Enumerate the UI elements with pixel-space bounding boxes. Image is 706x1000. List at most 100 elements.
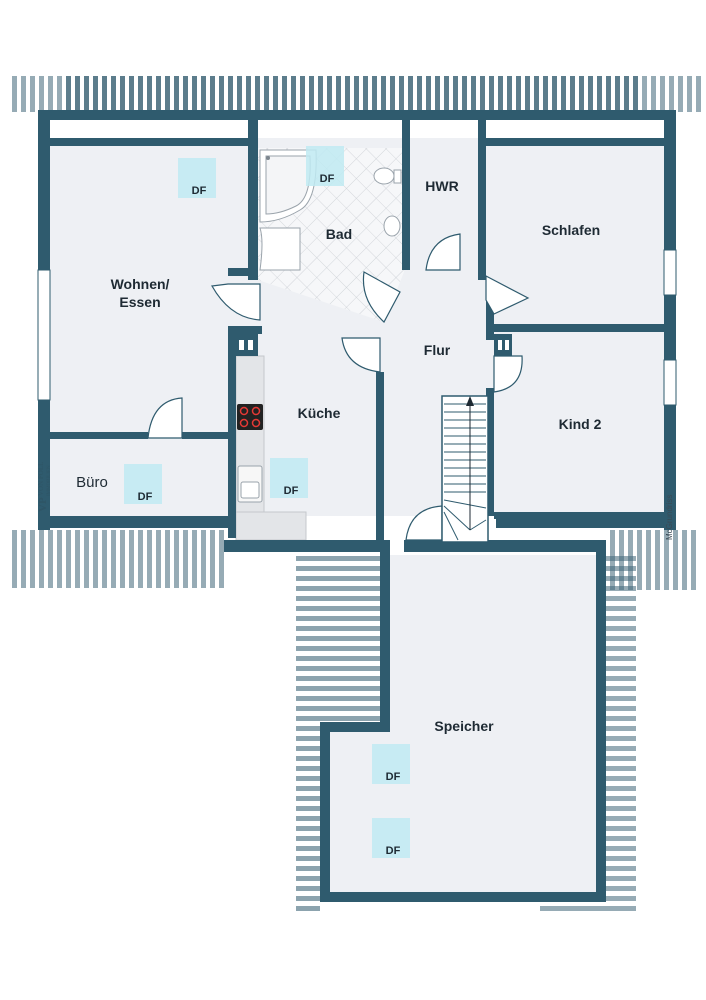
roof-stripe xyxy=(480,76,485,112)
roof-stripe xyxy=(147,530,152,588)
kitchen-fixtures xyxy=(237,404,263,503)
roof-stripe xyxy=(57,530,62,588)
roof-stripe xyxy=(637,530,642,590)
roof-speicher-left xyxy=(296,556,380,911)
roof-stripe xyxy=(120,76,125,112)
roof-stripe xyxy=(210,530,215,588)
roof-stripe xyxy=(296,676,380,681)
roof-stripe xyxy=(696,76,701,112)
staircase xyxy=(441,395,489,543)
roof-stripe xyxy=(111,530,116,588)
roof-stripe xyxy=(540,906,636,911)
roof-stripe xyxy=(282,76,287,112)
skylight-df: DF xyxy=(124,464,162,504)
roof-stripe xyxy=(534,76,539,112)
stair-step xyxy=(443,511,459,541)
roof-stripe xyxy=(147,76,152,112)
roof-stripe xyxy=(570,76,575,112)
roof-stripe xyxy=(296,806,320,811)
roof-stripe xyxy=(120,530,125,588)
roof-stripe xyxy=(309,76,314,112)
roof-stripe xyxy=(129,76,134,112)
roof-lower-left xyxy=(12,530,224,588)
roof-stripe xyxy=(219,530,224,588)
shower-tray-icon xyxy=(259,227,301,271)
skylight-label: DF xyxy=(138,491,153,503)
roof-stripe xyxy=(30,76,35,112)
roof-stripe xyxy=(345,76,350,112)
roof-stripe xyxy=(561,76,566,112)
roof-stripe xyxy=(318,76,323,112)
skylight-label: DF xyxy=(320,173,335,185)
roof-stripe xyxy=(597,76,602,112)
roof-stripe xyxy=(296,776,320,781)
roof-stripe xyxy=(691,530,696,590)
roof-stripe xyxy=(296,566,380,571)
roof-stripe xyxy=(192,530,197,588)
roof-stripe xyxy=(615,76,620,112)
roof-stripe xyxy=(291,76,296,112)
roof-stripe xyxy=(102,530,107,588)
roof-stripe xyxy=(165,530,170,588)
roof-stripe xyxy=(296,586,380,591)
roof-stripe xyxy=(75,76,80,112)
roof-stripe xyxy=(138,76,143,112)
von-poll-logo: VP VON POLL IMMOBILIEN xyxy=(37,462,52,512)
roof-stripe xyxy=(435,76,440,112)
skylight-pane xyxy=(372,818,410,858)
door-buero xyxy=(147,397,183,439)
room-labels: Wohnen/ Essen Bad HWR Schlafen Flur Küch… xyxy=(76,178,601,734)
roof-stripe xyxy=(296,766,320,771)
roof-stripe xyxy=(210,76,215,112)
skylight-pane xyxy=(124,464,162,504)
stair-step xyxy=(443,505,471,531)
skylight-label: DF xyxy=(386,845,401,857)
roof-stripe xyxy=(426,76,431,112)
skylight-df: DF xyxy=(372,818,410,858)
roof-stripe xyxy=(201,530,206,588)
roof-stripe xyxy=(646,530,651,590)
door-kueche xyxy=(341,337,381,373)
roof-top xyxy=(12,76,701,112)
logo-line1: VON POLL xyxy=(37,462,45,496)
roof-stripe xyxy=(12,76,17,112)
roof-stripe xyxy=(296,726,320,731)
skylight-df: DF xyxy=(306,146,344,186)
roof-stripe xyxy=(183,530,188,588)
roof-stripe xyxy=(296,666,380,671)
roof-stripe xyxy=(296,696,380,701)
skylights: DF DF DF DF DF DF xyxy=(124,146,410,858)
roof-stripe xyxy=(399,76,404,112)
roof-stripe xyxy=(300,76,305,112)
credit-text: McGrundriss xyxy=(665,495,674,540)
skylight-label: DF xyxy=(284,485,299,497)
sink-icon xyxy=(383,215,401,237)
roof-stripe xyxy=(296,616,380,621)
roof-stripe xyxy=(296,576,380,581)
roof-stripe xyxy=(624,76,629,112)
roof-stripe xyxy=(327,76,332,112)
roof-stripe xyxy=(75,530,80,588)
door-wohnen xyxy=(211,283,261,321)
roof-stripe xyxy=(296,786,320,791)
roof-stripe xyxy=(201,76,206,112)
roof-stripe xyxy=(30,530,35,588)
door-hwr xyxy=(425,233,461,271)
roof-stripe xyxy=(673,530,678,590)
roof-stripe xyxy=(296,606,380,611)
skylight-df: DF xyxy=(372,744,410,784)
room-label-kueche: Küche xyxy=(298,405,341,421)
roof-stripe xyxy=(296,826,320,831)
roof-stripe xyxy=(651,76,656,112)
roof-stripe xyxy=(552,76,557,112)
roof-stripe xyxy=(102,76,107,112)
roof-stripe xyxy=(296,626,380,631)
roof-stripe xyxy=(296,876,320,881)
roof-stripe xyxy=(21,530,26,588)
roof-stripe xyxy=(363,76,368,112)
roof-stripe xyxy=(237,76,242,112)
roof-stripe xyxy=(12,530,17,588)
skylight-df: DF xyxy=(178,158,216,198)
room-label-flur: Flur xyxy=(424,342,451,358)
roof-stripe xyxy=(372,76,377,112)
